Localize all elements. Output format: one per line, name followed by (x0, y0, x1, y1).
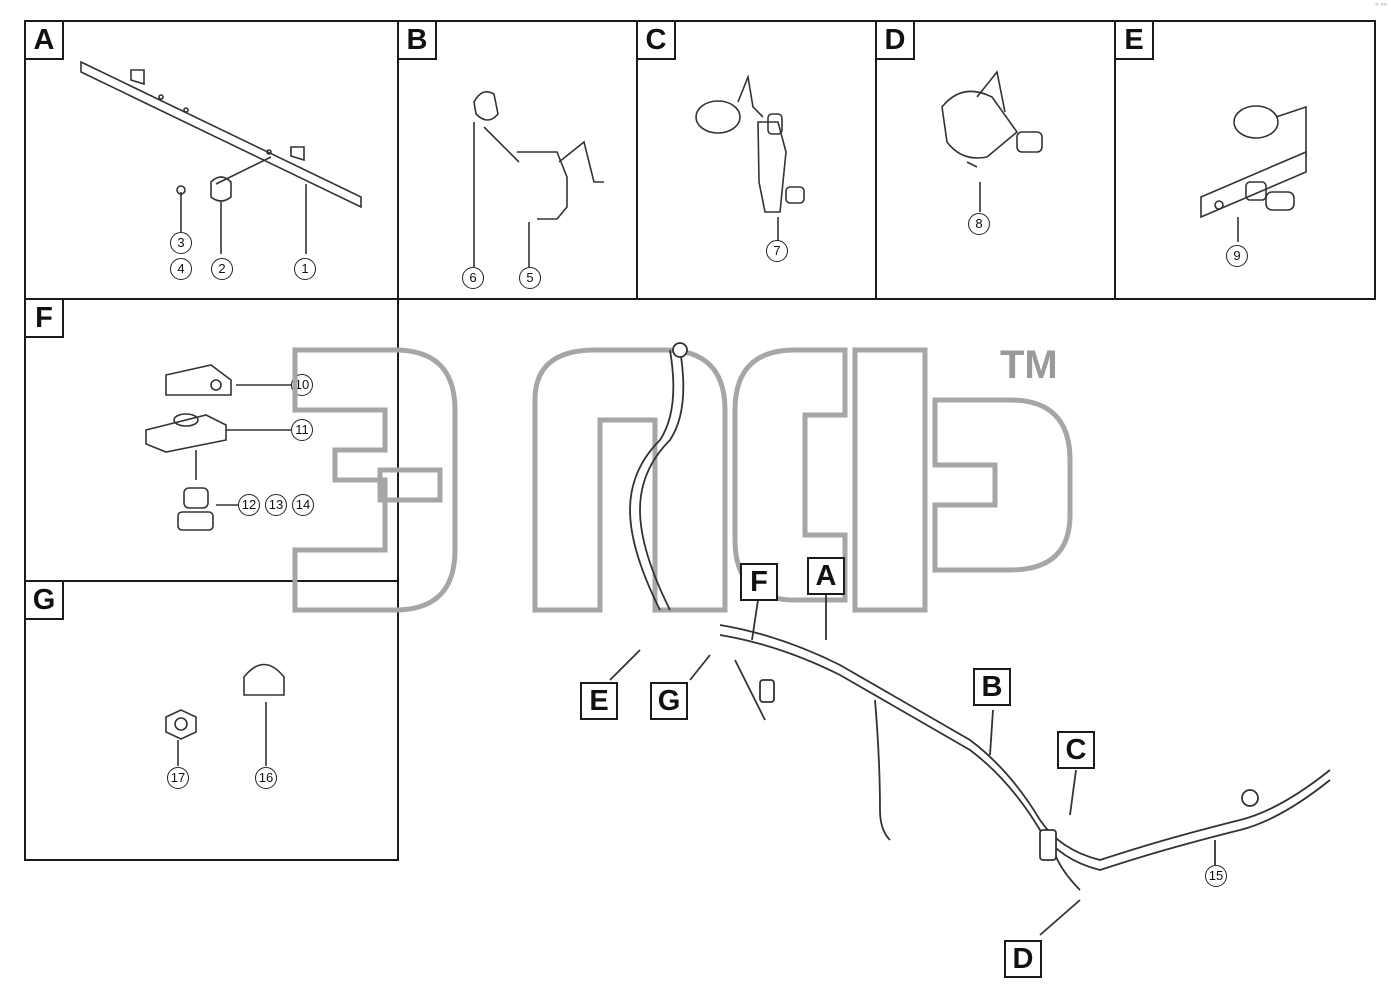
part-number-14: 14 (292, 494, 314, 516)
part-number-13: 13 (265, 494, 287, 516)
callout-d: D (1004, 940, 1042, 978)
part-number-12: 12 (238, 494, 260, 516)
panel-label: E (1116, 22, 1154, 60)
panel-label: D (877, 22, 915, 60)
trademark-symbol: TM (1000, 343, 1058, 387)
part-number-4: 4 (170, 258, 192, 280)
nut-illustration (165, 663, 285, 766)
corner-mark: ° °° (1375, 2, 1387, 11)
part-number-16: 16 (255, 767, 277, 789)
part-number-7: 7 (766, 240, 788, 262)
panel-label: C (638, 22, 676, 60)
panel-e: E 9 (1114, 20, 1376, 300)
part-number-5: 5 (519, 267, 541, 289)
callout-e: E (580, 682, 618, 720)
panel-label: F (26, 300, 64, 338)
part-number-6: 6 (462, 267, 484, 289)
clamp-illustration (1200, 105, 1307, 242)
callout-c: C (1057, 731, 1095, 769)
part-number-17: 17 (167, 767, 189, 789)
clip-illustration (941, 70, 1043, 212)
bracket-illustration (80, 60, 362, 254)
panel-d: D 8 (875, 20, 1116, 300)
part-number-2: 2 (211, 258, 233, 280)
panel-label: A (26, 22, 64, 60)
panel-g: G 17 16 (24, 580, 399, 861)
connector-illustration (145, 364, 291, 531)
callout-f: F (740, 563, 778, 601)
callout-b: B (973, 668, 1011, 706)
panel-a: A 3 4 2 1 (24, 20, 399, 300)
part-number-1: 1 (294, 258, 316, 280)
fitting-illustration (695, 74, 805, 242)
part-number-15: 15 (1205, 865, 1227, 887)
callout-a: A (807, 557, 845, 595)
panel-label: B (399, 22, 437, 60)
part-number-8: 8 (968, 213, 990, 235)
part-number-9: 9 (1226, 245, 1248, 267)
panel-label: G (26, 582, 64, 620)
bracket-illustration (473, 91, 604, 267)
part-number-11: 11 (291, 419, 313, 441)
callout-g: G (650, 682, 688, 720)
part-number-3: 3 (170, 232, 192, 254)
